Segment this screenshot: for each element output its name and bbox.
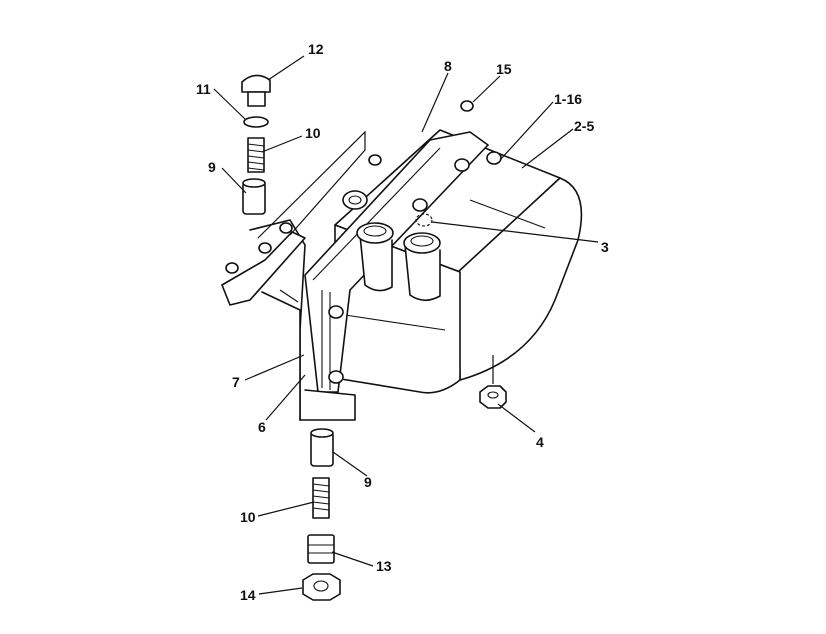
lower-nut [302, 573, 341, 601]
callout-7: 7 [232, 374, 240, 390]
upper-plug [241, 74, 271, 107]
callout-11: 11 [196, 81, 211, 97]
callout-3: 3 [601, 239, 609, 255]
assembly-line [257, 130, 366, 239]
callout-9-upper: 9 [208, 159, 216, 175]
callout-9-lower: 9 [364, 474, 372, 490]
callout-12: 12 [308, 41, 324, 57]
callout-10-upper: 10 [305, 125, 321, 141]
small-nut [460, 100, 474, 112]
callout-6: 6 [258, 419, 266, 435]
leader-lines [213, 55, 599, 595]
flange-bolts [328, 151, 502, 384]
upper-o-ring [243, 116, 269, 128]
filler-necks [356, 222, 441, 302]
callout-13: 13 [376, 558, 392, 574]
callout-1-16: 1-16 [554, 91, 582, 107]
lower-spring [312, 477, 330, 519]
callout-15: 15 [496, 61, 512, 77]
callout-2-5: 2-5 [574, 118, 594, 134]
callout-14: 14 [240, 587, 256, 603]
upper-spring [247, 137, 265, 173]
lower-fitting [307, 534, 335, 564]
callout-4: 4 [536, 434, 544, 450]
lower-valve-sleeve [310, 428, 334, 467]
hidden-nut [415, 213, 433, 227]
drain-nut [479, 385, 507, 409]
manifold-studs [225, 154, 382, 274]
upper-valve-sleeve [242, 178, 266, 215]
callout-8: 8 [444, 58, 452, 74]
callout-10-lower: 10 [240, 509, 256, 525]
manifold-body [221, 190, 368, 421]
